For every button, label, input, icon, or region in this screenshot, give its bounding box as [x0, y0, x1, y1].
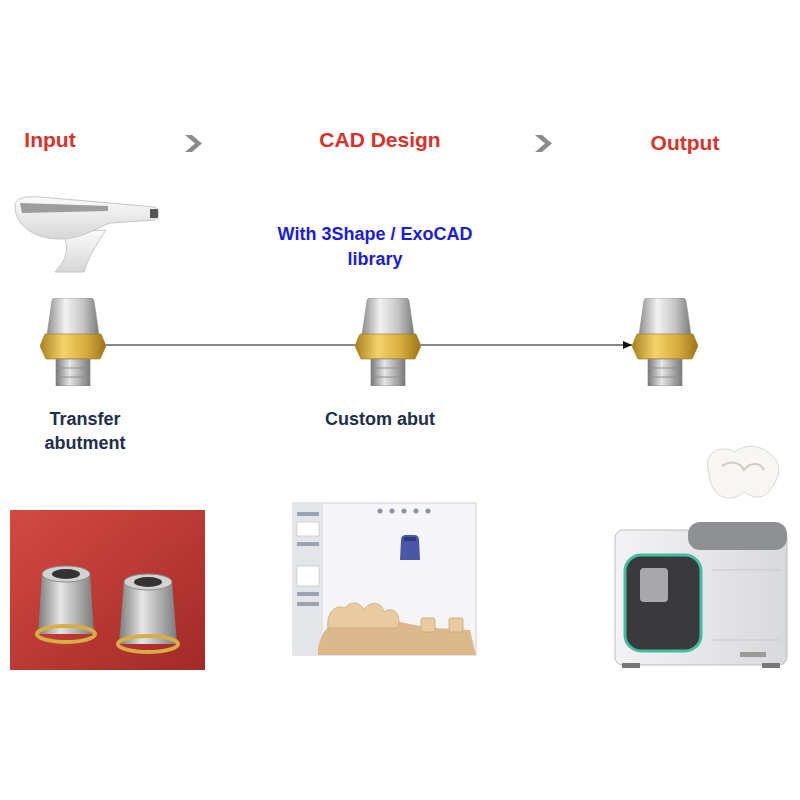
text-slot: Custom abut — [280, 407, 480, 431]
intraoral-scanner — [15, 197, 159, 272]
milled-crown — [707, 446, 778, 498]
abutment-figure — [355, 298, 421, 386]
part-label: Transfer abutment — [15, 407, 155, 455]
stage-heading: Output — [585, 130, 785, 156]
prep-post — [449, 618, 463, 632]
text-slot: Transfer abutment — [15, 407, 155, 455]
photo-abutment-top — [42, 566, 90, 582]
text-slot: Input — [5, 127, 95, 153]
screen-frame — [293, 503, 476, 655]
sidebar-item — [297, 512, 319, 516]
tooth-model — [328, 603, 399, 628]
stage-chevron — [185, 135, 202, 152]
sidebar-item — [297, 522, 319, 536]
crown-shape — [707, 446, 778, 498]
flow-connector — [421, 344, 632, 345]
toolbar-icon — [390, 509, 395, 514]
scanner-body — [15, 197, 159, 239]
toolbar-icon — [426, 509, 431, 514]
flow-connector — [106, 344, 355, 345]
machine-foot — [622, 663, 640, 668]
process-stage: Output — [580, 115, 790, 460]
machine-window — [625, 555, 701, 651]
photo-abutment-rim — [118, 636, 178, 652]
sidebar-item — [297, 542, 319, 546]
stage-heading: Input — [5, 127, 95, 153]
abutment-figure — [632, 298, 698, 386]
screen-sidebar — [293, 503, 323, 655]
toolbar-icon — [378, 509, 383, 514]
stage-heading: CAD Design — [280, 127, 480, 153]
milling-machine — [615, 522, 787, 668]
machine-panel-line — [712, 640, 780, 641]
process-stage: InputTransfer abutment — [0, 115, 180, 460]
part-label: Custom abut — [280, 407, 480, 431]
prep-post — [421, 618, 435, 632]
scanner-tip — [150, 209, 158, 218]
photo-ground — [10, 510, 205, 670]
abutment-figure — [40, 298, 106, 386]
photo-abutment-hole — [52, 569, 80, 579]
machine-panel-line — [712, 570, 780, 571]
machine-body — [615, 530, 787, 665]
machine-badge — [740, 652, 766, 657]
toolbar-icon — [402, 509, 407, 514]
photo-abutment-hole — [134, 577, 162, 587]
machine-foot — [762, 663, 780, 668]
photo-abutment-top — [124, 574, 172, 590]
stage-chevron — [535, 135, 552, 152]
text-slot: CAD Design — [280, 127, 480, 153]
toolbar-icon — [414, 509, 419, 514]
designed-abutment — [404, 537, 416, 541]
text-slot: Output — [585, 130, 785, 156]
sidebar-item — [297, 592, 319, 596]
abutment-figure — [632, 298, 698, 386]
cad-screenshot — [293, 503, 476, 655]
abutment-figure — [355, 298, 421, 386]
abutment-photo — [10, 510, 205, 670]
crown-fissure — [722, 463, 764, 470]
scanner-stripe — [20, 203, 108, 213]
process-stage: CAD DesignWith 3Shape / ExoCAD libraryCu… — [220, 115, 540, 460]
photo-abutment-rim — [37, 626, 95, 642]
sidebar-item — [297, 602, 319, 606]
machine-spindle — [640, 568, 668, 602]
sidebar-item — [297, 566, 319, 586]
abutment-figure — [40, 298, 106, 386]
library-note: With 3Shape / ExoCAD library — [250, 222, 500, 272]
text-slot: With 3Shape / ExoCAD library — [250, 222, 500, 272]
designed-abutment — [400, 535, 420, 560]
machine-lid — [688, 522, 787, 550]
